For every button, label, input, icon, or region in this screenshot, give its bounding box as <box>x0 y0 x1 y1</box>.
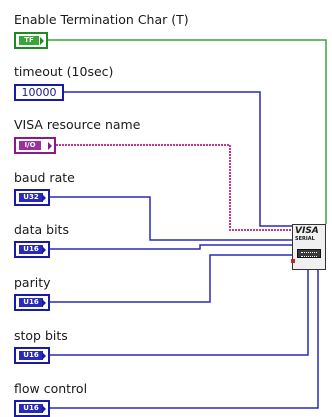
wire-parity <box>50 254 292 303</box>
label-flow-control: flow control <box>14 381 88 396</box>
output-arrow-icon <box>48 142 52 150</box>
label-baud-rate: baud rate <box>14 170 75 185</box>
visa-value: I/O <box>19 141 41 150</box>
wire-baud-rate <box>50 196 292 241</box>
data-bits-terminal[interactable]: U16 <box>14 241 50 258</box>
label-enable-termination-char: Enable Termination Char (T) <box>14 12 189 27</box>
baud-rate-terminal[interactable]: U32 <box>14 189 50 206</box>
parity-terminal[interactable]: U16 <box>14 294 50 311</box>
wire-enable-termination <box>46 39 327 224</box>
stop-bits-terminal[interactable]: U16 <box>14 347 50 364</box>
visa-node-subtitle: SERIAL <box>295 236 315 242</box>
data-bits-value: U16 <box>19 245 43 254</box>
visa-resource-terminal[interactable]: I/O <box>14 137 56 154</box>
enable-termination-terminal[interactable]: TF <box>14 32 48 49</box>
stop-bits-value: U16 <box>19 351 43 360</box>
label-timeout: timeout (10sec) <box>14 64 114 79</box>
baud-rate-value: U32 <box>19 193 43 202</box>
visa-configure-serial-node[interactable]: VISA SERIAL <box>291 224 326 270</box>
output-arrow-icon <box>42 246 46 254</box>
output-arrow-icon <box>42 352 46 360</box>
label-data-bits: data bits <box>14 222 69 237</box>
output-arrow-icon <box>42 299 46 307</box>
timeout-terminal[interactable]: 10000 <box>14 84 64 101</box>
error-in-terminal-icon <box>291 259 295 263</box>
wire-timeout <box>64 91 292 227</box>
wire-stop-bits <box>50 270 309 356</box>
wire-data-bits <box>50 244 292 250</box>
output-arrow-icon <box>42 405 46 413</box>
wire-visa-resource <box>56 144 292 231</box>
bool-value: TF <box>19 36 39 45</box>
label-parity: parity <box>14 275 51 290</box>
flow-control-terminal[interactable]: U16 <box>14 400 50 417</box>
output-arrow-icon <box>40 37 44 45</box>
output-arrow-icon <box>42 194 46 202</box>
timeout-value: 10000 <box>21 86 57 99</box>
wire-flow-control <box>50 270 319 409</box>
serial-port-icon <box>297 249 321 258</box>
flow-control-value: U16 <box>19 404 43 413</box>
parity-value: U16 <box>19 298 43 307</box>
visa-node-title: VISA <box>295 226 319 236</box>
label-visa-resource-name: VISA resource name <box>14 117 141 132</box>
label-stop-bits: stop bits <box>14 328 68 343</box>
